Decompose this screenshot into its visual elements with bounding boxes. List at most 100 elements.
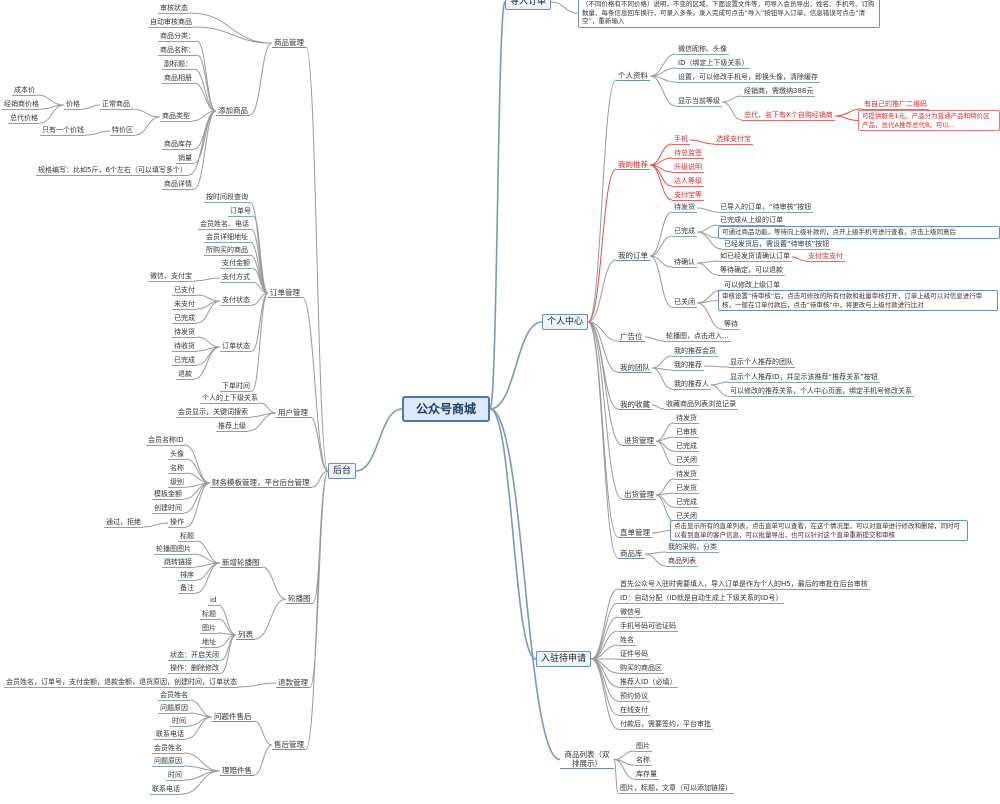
leaf: 订单状态 xyxy=(220,342,252,352)
connector-hygl-hygl_7 xyxy=(185,482,211,528)
node-profile[interactable]: 个人资料 xyxy=(616,71,650,81)
node-label: 个人资料 xyxy=(618,71,648,80)
leaf: 级别 xyxy=(168,478,186,488)
leaf: 规格编写：比如5斤，6个左右（可以填写多个） xyxy=(36,166,189,176)
leaf: 待发货 xyxy=(674,470,699,480)
node-ad-slot[interactable]: 广告位 xyxy=(618,332,645,342)
leaf: 正常商品 xyxy=(100,100,132,110)
node-direct-order-management[interactable]: 直单管理 xyxy=(618,528,652,538)
node-product-list[interactable]: 商品列表（双排展示） xyxy=(560,750,614,769)
leaf: 审核状态 xyxy=(158,4,190,14)
leaf: 我的推荐会员 xyxy=(672,347,718,357)
leaf: 支付方式 xyxy=(220,273,252,283)
leaf: 我的推荐 xyxy=(672,361,704,371)
connector-shgl_a-shgl_a3 xyxy=(187,716,213,727)
leaf: 会员姓名 xyxy=(152,744,184,754)
node-add-product[interactable]: 添加商品 xyxy=(216,106,250,116)
leaf: 已关闭 xyxy=(672,298,697,308)
connector-wddd-dfh xyxy=(649,211,673,257)
root-node[interactable]: 公众号商城 xyxy=(402,396,491,422)
connector-lbt_list-lbt_list_6 xyxy=(220,634,237,674)
leaf: 已支付 xyxy=(172,286,197,296)
connector-shgl_b-shgl_b3 xyxy=(183,770,221,781)
leaf: 名称 xyxy=(168,464,186,474)
node-problem-after-sales[interactable]: 问题件售后 xyxy=(212,712,254,722)
connector-spk-spk_2 xyxy=(644,553,667,567)
connector-tjsp-tjsp_8 xyxy=(188,110,217,176)
leaf: 自动审核商品 xyxy=(148,18,194,28)
leaf: 商品详情 xyxy=(162,180,194,190)
connector-tjsp-tjsp_9 xyxy=(193,110,217,190)
leaf: 时间 xyxy=(170,717,188,727)
connector-rzdj-rzdj_4 xyxy=(590,630,619,660)
leaf: 标题 xyxy=(200,610,218,620)
connector-wddd-yjs xyxy=(649,255,673,308)
connector-tjsp_5a1-tjsp_5a1c xyxy=(39,104,65,124)
connector-shgl_a-shgl_a4 xyxy=(185,716,213,740)
node-my-recommend[interactable]: 我的推荐 xyxy=(616,160,650,170)
leaf: 已审核 xyxy=(674,428,699,438)
branch-backend[interactable]: 后台 xyxy=(328,463,357,479)
connector-hygl_7-hygl_7a xyxy=(142,522,169,528)
leaf: 会员详细地址 xyxy=(204,233,250,243)
node-my-team[interactable]: 我的团队 xyxy=(618,363,652,373)
connector-tjsp_5a-tjsp_5a1 xyxy=(81,104,101,110)
connector-wdtj_1-wdtj_1a xyxy=(689,139,715,145)
node-after-sales[interactable]: 售后管理 xyxy=(272,740,306,750)
node-add-carousel[interactable]: 新增轮播图 xyxy=(220,558,262,568)
leaf: 支付金额 xyxy=(220,259,252,269)
leaf: 已完成 xyxy=(674,498,699,508)
connector-ht-tkgl xyxy=(309,470,329,688)
connector-ht-spgl xyxy=(305,46,329,472)
connector-splb-splb_4 xyxy=(613,759,619,794)
node-carousel-list[interactable]: 列表 xyxy=(236,630,255,640)
leaf: id xyxy=(208,596,219,606)
node-product-library[interactable]: 商品库 xyxy=(618,549,645,559)
leaf: 我的采购，分类 xyxy=(666,543,719,553)
leaf: 可以修改的推荐关系，个人中心页面，绑定手机号修改关系 xyxy=(728,387,914,397)
branch-personal-center[interactable]: 个人中心 xyxy=(542,314,589,330)
node-carousel[interactable]: 轮播图 xyxy=(286,594,313,604)
leaf: 跳转链接 xyxy=(162,558,194,568)
connector-dfh-dfh_1 xyxy=(696,207,719,213)
connector-tjsp-tjsp_4 xyxy=(193,82,217,112)
node-template-management[interactable]: 财务模板管理，平台后台管理 xyxy=(210,478,312,488)
node-order-management[interactable]: 订单管理 xyxy=(268,288,302,298)
branch-label: 导入订单 xyxy=(510,0,547,7)
node-my-orders[interactable]: 我的订单 xyxy=(616,251,650,261)
connector-hygl-hygl_2 xyxy=(185,458,211,484)
leaf: 待确认 xyxy=(672,258,697,268)
connector-ht-hygl xyxy=(311,470,329,488)
node-shipping-management[interactable]: 出货管理 xyxy=(622,490,656,500)
connector-tkgl-tkgl_1 xyxy=(238,682,277,688)
connector-wdtj-wdtj_5 xyxy=(649,164,673,201)
connector-shgl_a-shgl_a2 xyxy=(189,712,213,718)
connector-wdtd-wdtd_3 xyxy=(651,367,673,390)
connector-yhgl-yhgl_3 xyxy=(247,412,277,432)
node-product-management[interactable]: 商品管理 xyxy=(272,38,306,48)
node-purchase-management[interactable]: 进货管理 xyxy=(622,436,656,446)
node-user-management[interactable]: 用户管理 xyxy=(276,408,310,418)
leaf: 模板金额 xyxy=(152,490,184,500)
connector-grzx-grzl xyxy=(587,79,617,323)
connector-root-rzdj xyxy=(489,408,537,660)
connector-grzx-wddd xyxy=(587,259,617,323)
leaf: 待发货 xyxy=(674,414,699,424)
leaf: 在线支付 xyxy=(618,706,650,716)
leaf: 名称 xyxy=(634,756,652,766)
node-refund-management[interactable]: 退款管理 xyxy=(276,678,310,688)
connector-rzdj-rzdj_11 xyxy=(590,658,619,730)
node-claims-after-sales[interactable]: 理赔件售 xyxy=(220,766,254,776)
connector-dqr-dqr_2 xyxy=(696,262,719,276)
node-my-favorites[interactable]: 我的收藏 xyxy=(618,400,652,410)
leaf: 所购买的商品 xyxy=(204,246,250,256)
connector-grzl-grzl_1 xyxy=(649,53,677,77)
connector-root-grzx xyxy=(489,321,543,410)
leaf: 操作 xyxy=(168,518,186,528)
connector-wdsc-wdsc_1 xyxy=(651,404,665,410)
leaf: 库存量 xyxy=(634,770,659,780)
branch-settlement-application[interactable]: 入驻待申请 xyxy=(536,651,592,667)
connector-ywc-ywc_1 xyxy=(696,224,719,233)
branch-import-orders[interactable]: 导入订单 xyxy=(505,0,552,10)
